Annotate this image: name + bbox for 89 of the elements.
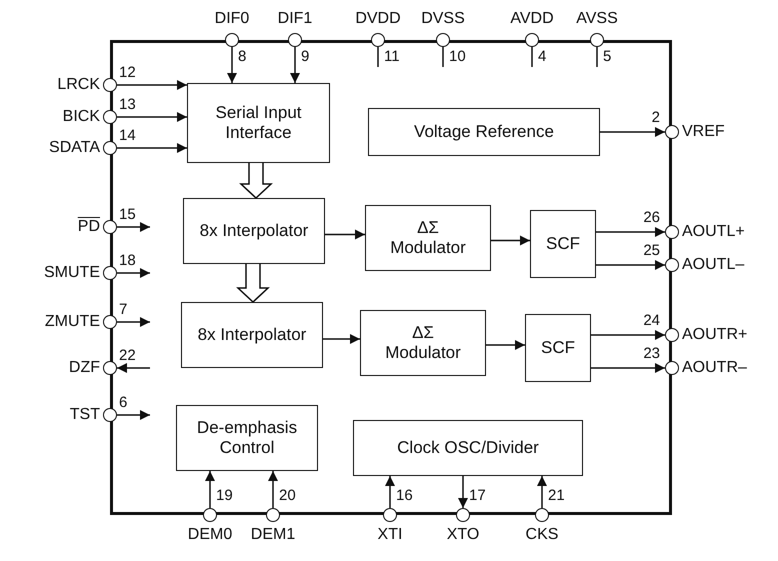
pin-number: 21	[548, 488, 565, 504]
arrow	[205, 471, 215, 508]
function-block: De-emphasis Control	[176, 405, 318, 471]
pin-number: 4	[538, 49, 546, 65]
pin-name: DIF0	[214, 10, 250, 28]
arrow	[290, 47, 300, 83]
pin-lead-line	[442, 47, 444, 67]
function-block: 8x Interpolator	[183, 198, 325, 264]
pin-name: DVSS	[420, 10, 466, 28]
arrow	[325, 230, 365, 240]
arrow	[537, 476, 547, 508]
pin-name: XTI	[376, 526, 404, 544]
pin-number: 7	[119, 302, 128, 318]
pin-number: 12	[119, 65, 136, 81]
arrow	[117, 143, 187, 153]
pin-lead-line	[596, 47, 598, 67]
pin-name: AOUTR–	[682, 359, 747, 377]
pin-number: 14	[119, 128, 136, 144]
pin-name: DIF1	[276, 10, 314, 28]
arrow	[117, 268, 150, 278]
pin-name: VREF	[682, 123, 725, 141]
function-block: SCF	[530, 210, 596, 278]
pin-name: TST	[70, 406, 100, 424]
function-block: Serial Input Interface	[187, 83, 330, 163]
pin-number: 5	[603, 49, 612, 65]
pin-number: 2	[652, 110, 660, 126]
pin-number: 6	[119, 395, 128, 411]
bus-arrow	[236, 263, 270, 304]
pin-name: AOUTR+	[682, 326, 748, 344]
pin-name: CKS	[524, 526, 560, 544]
pin-number: 9	[301, 49, 310, 65]
pin-name: DVDD	[354, 10, 402, 28]
arrow	[591, 363, 665, 373]
pin-lead-line	[377, 47, 379, 67]
pin-number: 8	[238, 49, 246, 65]
pin-number: 18	[119, 253, 136, 269]
pin-lead-line	[531, 47, 533, 67]
pin-name: DEM0	[186, 526, 234, 544]
pin-name: ZMUTE	[44, 313, 100, 331]
arrow	[117, 317, 150, 327]
arrow	[117, 80, 187, 90]
function-block: Clock OSC/Divider	[353, 420, 583, 476]
pin-number: 24	[643, 313, 660, 329]
pin-number: 13	[119, 97, 136, 113]
pin-name: AVSS	[575, 10, 619, 28]
arrow	[117, 410, 150, 420]
arrow	[323, 334, 360, 344]
arrow	[491, 236, 530, 246]
arrow	[268, 471, 278, 508]
chip-outline	[110, 40, 672, 515]
function-block: ΔΣ Modulator	[365, 205, 491, 271]
arrow	[117, 363, 150, 373]
arrow	[591, 330, 665, 340]
pin-number: 25	[643, 243, 660, 259]
pin-number: 11	[384, 49, 400, 65]
pin-number: 17	[469, 488, 486, 504]
pin-number: 22	[119, 348, 136, 364]
pin-number: 20	[279, 488, 296, 504]
arrow	[458, 476, 468, 508]
function-block: ΔΣ Modulator	[360, 310, 486, 376]
arrow	[596, 227, 665, 237]
arrow	[486, 340, 525, 350]
pin-name: AOUTL+	[682, 223, 745, 241]
pin-name: DEM1	[250, 526, 296, 544]
function-block: 8x Interpolator	[181, 302, 323, 368]
arrow	[385, 476, 395, 508]
pin-number: 26	[643, 210, 660, 226]
pin-name: BICK	[62, 108, 100, 126]
arrow	[117, 222, 150, 232]
arrow	[117, 112, 187, 122]
arrow	[596, 260, 665, 270]
bus-arrow	[239, 162, 273, 200]
pin-number: 19	[216, 488, 233, 504]
pin-name: DZF	[68, 359, 100, 377]
arrow	[600, 127, 665, 137]
pin-name: SMUTE	[44, 264, 100, 282]
function-block: SCF	[525, 314, 591, 382]
pin-number: 16	[396, 488, 413, 504]
pin-name: SDATA	[49, 139, 100, 157]
pin-name: AVDD	[509, 10, 555, 28]
pin-name: LRCK	[57, 76, 100, 94]
pin-number: 15	[119, 207, 136, 223]
pin-name: XTO	[446, 526, 480, 544]
function-block: Voltage Reference	[368, 108, 600, 156]
pin-name: AOUTL–	[682, 256, 744, 274]
pin-number: 23	[643, 346, 660, 362]
pin-name: PD	[78, 218, 100, 236]
pin-number: 10	[449, 49, 466, 65]
arrow	[227, 47, 237, 83]
